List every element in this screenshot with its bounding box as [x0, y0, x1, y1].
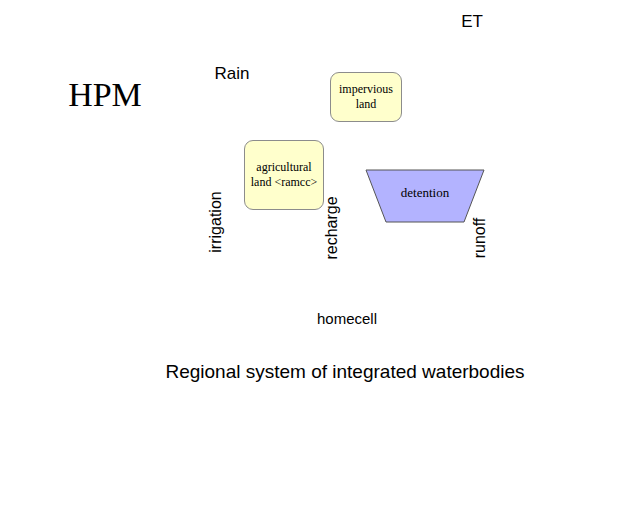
- model-triangle-outline: [40, 3, 580, 265]
- flow-connector: [388, 122, 437, 170]
- node-text: detention: [380, 185, 470, 201]
- output-label: ET: [432, 12, 512, 32]
- flow-connector: [347, 205, 350, 298]
- node-text: homecell: [307, 310, 387, 327]
- waterbody-mesh: homecellRegional system of integrated wa…: [0, 244, 621, 394]
- flow-label: runoff: [471, 218, 489, 259]
- flow-connector: [496, 228, 499, 300]
- land-box: impervious land: [330, 72, 402, 122]
- node-text: agricultural land <ramcc>: [248, 160, 320, 190]
- input-label: Rain: [192, 64, 272, 84]
- homecell-triangle-outline: [240, 276, 456, 338]
- land-box: agricultural land <ramcc>: [244, 140, 324, 210]
- flow-label: irrigation: [207, 191, 225, 252]
- node-text: HPM: [40, 76, 170, 114]
- flow-label: recharge: [323, 196, 341, 259]
- model-triangle: impervious land agricultural land <ramcc>…: [40, 3, 580, 265]
- et-arrow: [454, 10, 457, 160]
- node-text: Regional system of integrated waterbodie…: [65, 361, 621, 383]
- flow-connector: [314, 122, 341, 140]
- flow-connector: [324, 182, 373, 188]
- outflow-arrow: [588, 279, 614, 282]
- canal-line: [140, 260, 300, 264]
- detention-trapezoid: detention: [366, 170, 484, 222]
- homecell-triangle: homecell: [240, 276, 456, 338]
- flow-connector: [233, 182, 236, 262]
- node-text: impervious land: [333, 82, 399, 112]
- outflow-arrow: [6, 277, 110, 280]
- rain-arrow: [229, 88, 232, 162]
